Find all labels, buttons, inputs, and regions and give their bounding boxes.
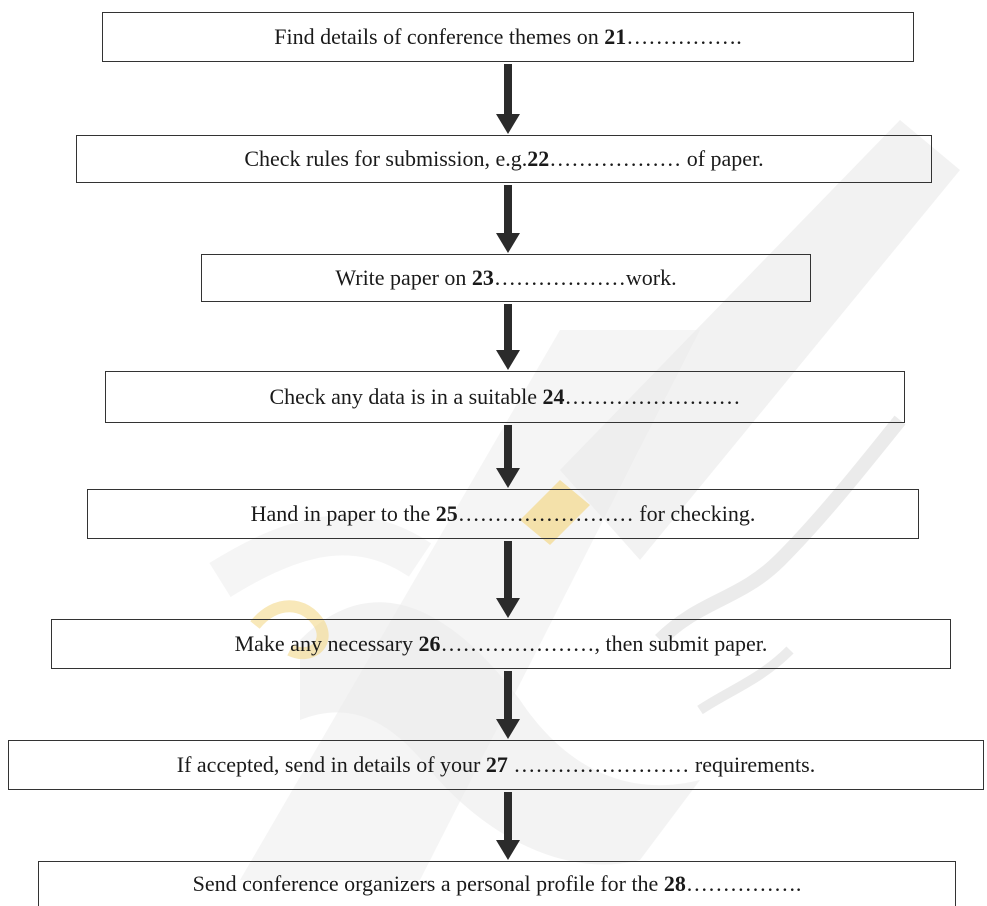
step-text: Check rules for submission, e.g.22…………………	[244, 146, 764, 171]
step-box-28: Send conference organizers a personal pr…	[38, 861, 956, 906]
step-box-27: If accepted, send in details of your 27 …	[8, 740, 984, 790]
down-arrow-icon	[496, 64, 520, 134]
down-arrow-icon	[496, 304, 520, 370]
step-text: Make any necessary 26…………………, then submi…	[234, 631, 768, 656]
step-box-21: Find details of conference themes on 21……	[102, 12, 914, 62]
step-box-22: Check rules for submission, e.g.22…………………	[76, 135, 932, 183]
down-arrow-icon	[496, 792, 520, 860]
step-text: Hand in paper to the 25…………………… for chec…	[250, 501, 756, 526]
step-text: If accepted, send in details of your 27 …	[176, 752, 816, 777]
step-text: Send conference organizers a personal pr…	[192, 871, 802, 896]
step-text: Write paper on 23………………work.	[335, 265, 677, 290]
step-box-23: Write paper on 23………………work.	[201, 254, 811, 302]
down-arrow-icon	[496, 425, 520, 488]
down-arrow-icon	[496, 541, 520, 618]
step-box-25: Hand in paper to the 25…………………… for chec…	[87, 489, 919, 539]
down-arrow-icon	[496, 185, 520, 253]
step-text: Check any data is in a suitable 24…………………	[269, 384, 741, 409]
down-arrow-icon	[496, 671, 520, 739]
step-box-24: Check any data is in a suitable 24…………………	[105, 371, 905, 423]
step-text: Find details of conference themes on 21……	[274, 24, 742, 49]
step-box-26: Make any necessary 26…………………, then submi…	[51, 619, 951, 669]
